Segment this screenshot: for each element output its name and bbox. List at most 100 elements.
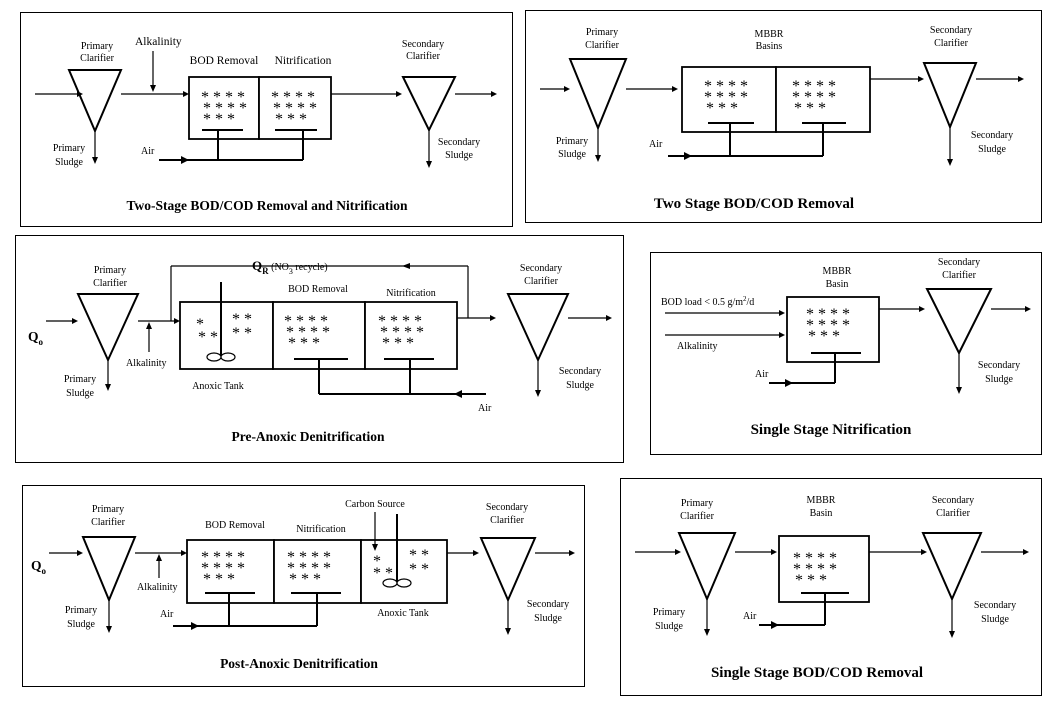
svg-text:Basin: Basin: [826, 279, 849, 290]
diagram-4: BOD load < 0.5 g/m2/d Alkalinity MBBR Ba…: [661, 257, 1031, 438]
secondary-clarifier-label: Secondary: [938, 257, 980, 268]
bod-removal-label: BOD Removal: [205, 520, 265, 531]
svg-text:* *: * *: [373, 565, 393, 582]
secondary-clarifier-label: Secondary: [402, 39, 444, 50]
media-carriers: ** ** ** * * * * ** * * ** * * * * * ** …: [196, 311, 424, 352]
diagram-2: Primary Clarifier Primary Sludge MBBR Ba…: [540, 25, 1024, 212]
svg-text:Sludge: Sludge: [566, 380, 594, 391]
svg-text:* * *: * * *: [795, 572, 827, 589]
svg-text:Clarifier: Clarifier: [585, 40, 620, 51]
media-carriers: * * * ** * * ** * * * * * ** * * ** * *: [201, 89, 317, 128]
svg-text:Clarifier: Clarifier: [406, 51, 441, 62]
secondary-clarifier-label: Secondary: [486, 502, 528, 513]
air-label: Air: [649, 139, 663, 150]
svg-text:* * * *: * * * *: [201, 549, 245, 566]
secondary-sludge-label: Secondary: [978, 360, 1020, 371]
svg-text:Sludge: Sludge: [55, 157, 83, 168]
svg-text:Clarifier: Clarifier: [942, 270, 977, 281]
anoxic-tank-label: Anoxic Tank: [192, 381, 244, 392]
svg-text:* * * *: * * * *: [273, 100, 317, 117]
svg-text:* * *: * * *: [203, 111, 235, 128]
media-carriers: * * * ** * * ** * * * * * ** * * ** * * …: [201, 547, 429, 588]
svg-text:* * *: * * *: [203, 571, 235, 588]
bod-removal-label: BOD Removal: [288, 284, 348, 295]
svg-text:* * * *: * * * *: [287, 560, 331, 577]
svg-text:* * * *: * * * *: [704, 78, 748, 95]
panel-two-stage-bod-cod-removal: Primary Clarifier Primary Sludge MBBR Ba…: [525, 10, 1042, 223]
nitrification-tank: [364, 301, 458, 370]
secondary-clarifier-icon: [401, 76, 457, 133]
primary-clarifier-icon: [81, 536, 137, 603]
svg-text:Clarifier: Clarifier: [936, 508, 971, 519]
panel-title: Pre-Anoxic Denitrification: [231, 429, 385, 444]
svg-text:* * * *: * * * *: [793, 550, 837, 567]
svg-text:* * *: * * *: [794, 100, 826, 117]
mbbr-basin: [786, 296, 880, 363]
svg-text:* * *: * * *: [808, 328, 840, 345]
secondary-clarifier-label: Secondary: [932, 495, 974, 506]
bod-removal-label: BOD Removal: [190, 55, 259, 67]
anoxic-tank: [179, 301, 274, 370]
primary-sludge-label: Primary: [64, 374, 96, 385]
primary-clarifier-label: Primary: [92, 504, 124, 515]
svg-text:* * * *: * * * *: [806, 317, 850, 334]
diagram-6: Primary Clarifier Primary Sludge MBBR Ba…: [635, 495, 1029, 681]
primary-clarifier-label: Primary: [94, 265, 126, 276]
svg-text:* *: * *: [232, 311, 252, 328]
svg-text:Basin: Basin: [810, 508, 833, 519]
svg-text:Sludge: Sludge: [655, 621, 683, 632]
svg-text:* *: * *: [198, 329, 218, 346]
svg-text:* * *: * * *: [706, 100, 738, 117]
secondary-sludge-label: Secondary: [971, 130, 1013, 141]
diagram-1: Primary Clarifier Primary Sludge Alkalin…: [35, 36, 497, 213]
bod-removal-tank: [188, 76, 260, 140]
svg-text:* * * *: * * * *: [378, 313, 422, 330]
svg-text:Clarifier: Clarifier: [934, 38, 969, 49]
qr-label: QR (NO3 recycle): [252, 258, 328, 276]
alkalinity-label: Alkalinity: [135, 36, 182, 48]
svg-text:Basins: Basins: [756, 41, 783, 52]
svg-text:Sludge: Sludge: [66, 388, 94, 399]
media-carriers: * * * ** * * ** * *: [806, 306, 850, 345]
primary-clarifier-icon: [677, 532, 737, 602]
qo-label: Qo: [31, 558, 47, 576]
svg-text:Sludge: Sludge: [534, 613, 562, 624]
secondary-clarifier-icon: [506, 293, 570, 363]
secondary-sludge-label: Secondary: [527, 599, 569, 610]
svg-text:Clarifier: Clarifier: [80, 53, 115, 64]
air-label: Air: [478, 403, 492, 414]
alkalinity-label: Alkalinity: [137, 582, 178, 593]
media-carriers: * * * ** * * ** * *: [793, 550, 837, 589]
primary-clarifier-icon: [67, 69, 123, 134]
media-carriers: * * * ** * * ** * * * * * ** * * ** * *: [704, 78, 836, 117]
primary-sludge-label: Primary: [556, 136, 588, 147]
alkalinity-label: Alkalinity: [126, 358, 167, 369]
nitrification-label: Nitrification: [296, 524, 345, 535]
panel-title: Single Stage Nitrification: [751, 422, 912, 438]
alkalinity-label: Alkalinity: [677, 341, 718, 352]
svg-text:* * * *: * * * *: [792, 89, 836, 106]
svg-text:* * *: * * *: [289, 571, 321, 588]
secondary-clarifier-label: Secondary: [930, 25, 972, 36]
diagram-3: Qo Primary Clarifier Primary Sludge Alka…: [28, 258, 612, 444]
diagram-5: Qo Primary Clarifier Primary Sludge Alka…: [31, 499, 575, 671]
air-label: Air: [743, 611, 757, 622]
mbbr-basin-label: MBBR: [823, 266, 852, 277]
panel-single-stage-nitrification: BOD load < 0.5 g/m2/d Alkalinity MBBR Ba…: [650, 252, 1042, 455]
primary-clarifier-label: Primary: [586, 27, 618, 38]
panel-title: Single Stage BOD/COD Removal: [711, 665, 923, 681]
primary-sludge-label: Primary: [65, 605, 97, 616]
anoxic-tank-label: Anoxic Tank: [377, 608, 429, 619]
svg-text:Clarifier: Clarifier: [680, 511, 715, 522]
svg-text:* * * *: * * * *: [203, 100, 247, 117]
carbon-source-label: Carbon Source: [345, 499, 405, 510]
panel-title: Two Stage BOD/COD Removal: [654, 196, 854, 212]
secondary-sludge-label: Secondary: [974, 600, 1016, 611]
anoxic-tank: [360, 539, 448, 604]
svg-text:* * * *: * * * *: [793, 561, 837, 578]
svg-text:* * * *: * * * *: [287, 549, 331, 566]
svg-text:* * * *: * * * *: [271, 89, 315, 106]
svg-text:Sludge: Sludge: [558, 149, 586, 160]
svg-text:Clarifier: Clarifier: [490, 515, 525, 526]
svg-text:Clarifier: Clarifier: [91, 517, 126, 528]
